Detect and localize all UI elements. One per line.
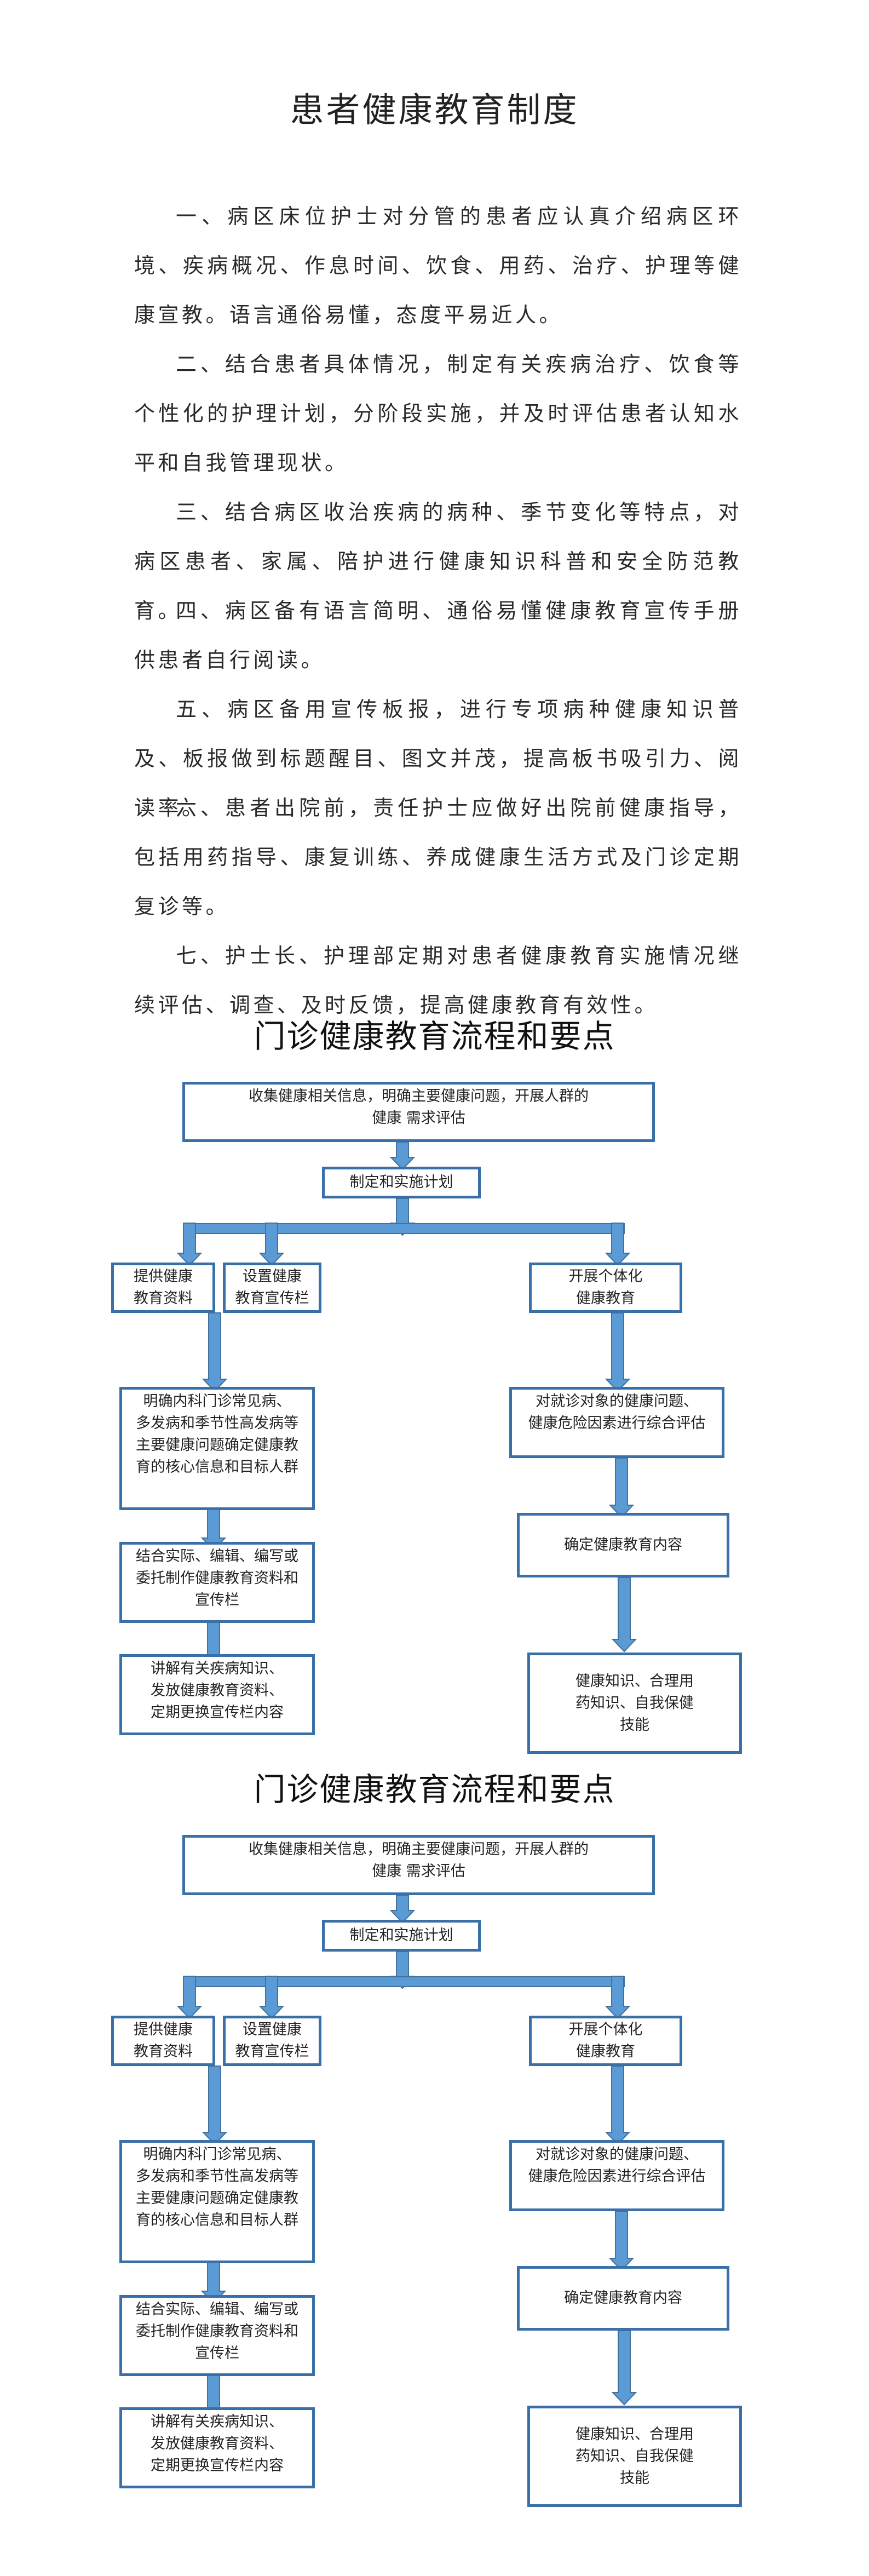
- bulletin-board-box: 设置健康 教育宣传栏: [223, 1263, 321, 1313]
- clarify-issues-box: 明确内科门诊常见病、 多发病和季节性高发病等 主要健康问题确定健康教 育的核心信…: [119, 2140, 315, 2263]
- paragraph-2: 二、结合患者具体情况，制定有关疾病治疗、饮食等个性化的护理计划，分阶段实施，并及…: [134, 352, 742, 475]
- arrow-to-clarify: [202, 1312, 228, 1392]
- collect-info-box: 收集健康相关信息，明确主要健康问题，开展人群的 健康 需求评估: [182, 1082, 655, 1142]
- explain-knowledge-box: 讲解有关疾病知识、 发放健康教育资料、 定期更换宣传栏内容: [119, 1654, 315, 1735]
- arrow-to-knowledge: [611, 1577, 637, 1653]
- knowledge-skills-box: 健康知识、合理用 药知识、自我保健 技能: [527, 1653, 742, 1754]
- paragraph-1: 一、病区床位护士对分管的患者应认真介绍病区环境、疾病概况、作息时间、饮食、用药、…: [134, 204, 742, 327]
- education-content-box: 确定健康教育内容: [517, 2266, 729, 2331]
- plan-box: 制定和实施计划: [322, 1920, 481, 1952]
- arrow-branch-bar: [183, 1223, 625, 1234]
- collect-info-box: 收集健康相关信息，明确主要健康问题，开展人群的 健康 需求评估: [182, 1835, 655, 1895]
- flowchart-arrows: [176, 1895, 637, 2463]
- arrow-to-setup: [258, 1976, 285, 2020]
- arrow-to-individual: [605, 1976, 631, 2020]
- paragraph-4: 四、病区备有语言简明、通俗易懂健康教育宣传手册供患者自行阅读。: [134, 599, 742, 672]
- bulletin-board-box: 设置健康 教育宣传栏: [223, 2016, 321, 2066]
- arrow-to-clarify: [202, 2066, 228, 2145]
- arrow-to-content: [608, 1458, 635, 1518]
- paragraph-6: 六、患者出院前，责任护士应做好出院前健康指导，包括用药指导、康复训练、养成健康生…: [134, 796, 742, 919]
- arrow-to-knowledge: [611, 2330, 637, 2406]
- compile-materials-box: 结合实际、编辑、编写或 委托制作健康教育资料和 宣传栏: [119, 2295, 315, 2376]
- paragraph-7: 七、护士长、护理部定期对患者健康教育实施情况继续评估、调查、及时反馈，提高健康教…: [134, 944, 742, 1017]
- provide-materials-box: 提供健康 教育资料: [111, 1263, 215, 1313]
- compile-materials-box: 结合实际、编辑、编写或 委托制作健康教育资料和 宣传栏: [119, 1542, 315, 1623]
- arrow-to-individual: [605, 1223, 631, 1266]
- individual-education-box: 开展个体化 健康教育: [529, 1263, 682, 1313]
- provide-materials-box: 提供健康 教育资料: [111, 2016, 215, 2066]
- arrow-collect-to-plan: [389, 1141, 416, 1171]
- arrow-to-content: [608, 2211, 635, 2271]
- flowchart-title: 门诊健康教育流程和要点: [254, 1771, 615, 1808]
- paragraph-3: 三、结合病区收治疾病的病种、季节变化等特点，对病区患者、家属、陪护进行健康知识科…: [134, 500, 742, 623]
- education-content-box: 确定健康教育内容: [517, 1513, 729, 1577]
- arrow-collect-to-plan: [389, 1895, 416, 1924]
- explain-knowledge-box: 讲解有关疾病知识、 发放健康教育资料、 定期更换宣传栏内容: [119, 2407, 315, 2488]
- arrow-to-provide: [176, 1223, 203, 1266]
- knowledge-skills-box: 健康知识、合理用 药知识、自我保健 技能: [527, 2406, 742, 2507]
- flowchart-title: 门诊健康教育流程和要点: [254, 1018, 615, 1055]
- arrow-to-setup: [258, 1223, 285, 1266]
- plan-box: 制定和实施计划: [322, 1167, 481, 1198]
- arrow-branch-bar: [183, 1976, 625, 1987]
- clarify-issues-box: 明确内科门诊常见病、 多发病和季节性高发病等 主要健康问题确定健康教 育的核心信…: [119, 1387, 315, 1510]
- assess-box: 对就诊对象的健康问题、 健康危险因素进行综合评估: [509, 1387, 724, 1458]
- document-title: 患者健康教育制度: [290, 90, 579, 130]
- paragraph-5: 五、病区备用宣传板报，进行专项病种健康知识普及、板报做到标题醒目、图文并茂，提高…: [134, 697, 742, 820]
- individual-education-box: 开展个体化 健康教育: [529, 2016, 682, 2066]
- arrow-to-provide: [176, 1976, 203, 2020]
- arrow-to-assess: [605, 2066, 631, 2145]
- arrow-to-assess: [605, 1312, 631, 1392]
- assess-box: 对就诊对象的健康问题、 健康危险因素进行综合评估: [509, 2140, 724, 2211]
